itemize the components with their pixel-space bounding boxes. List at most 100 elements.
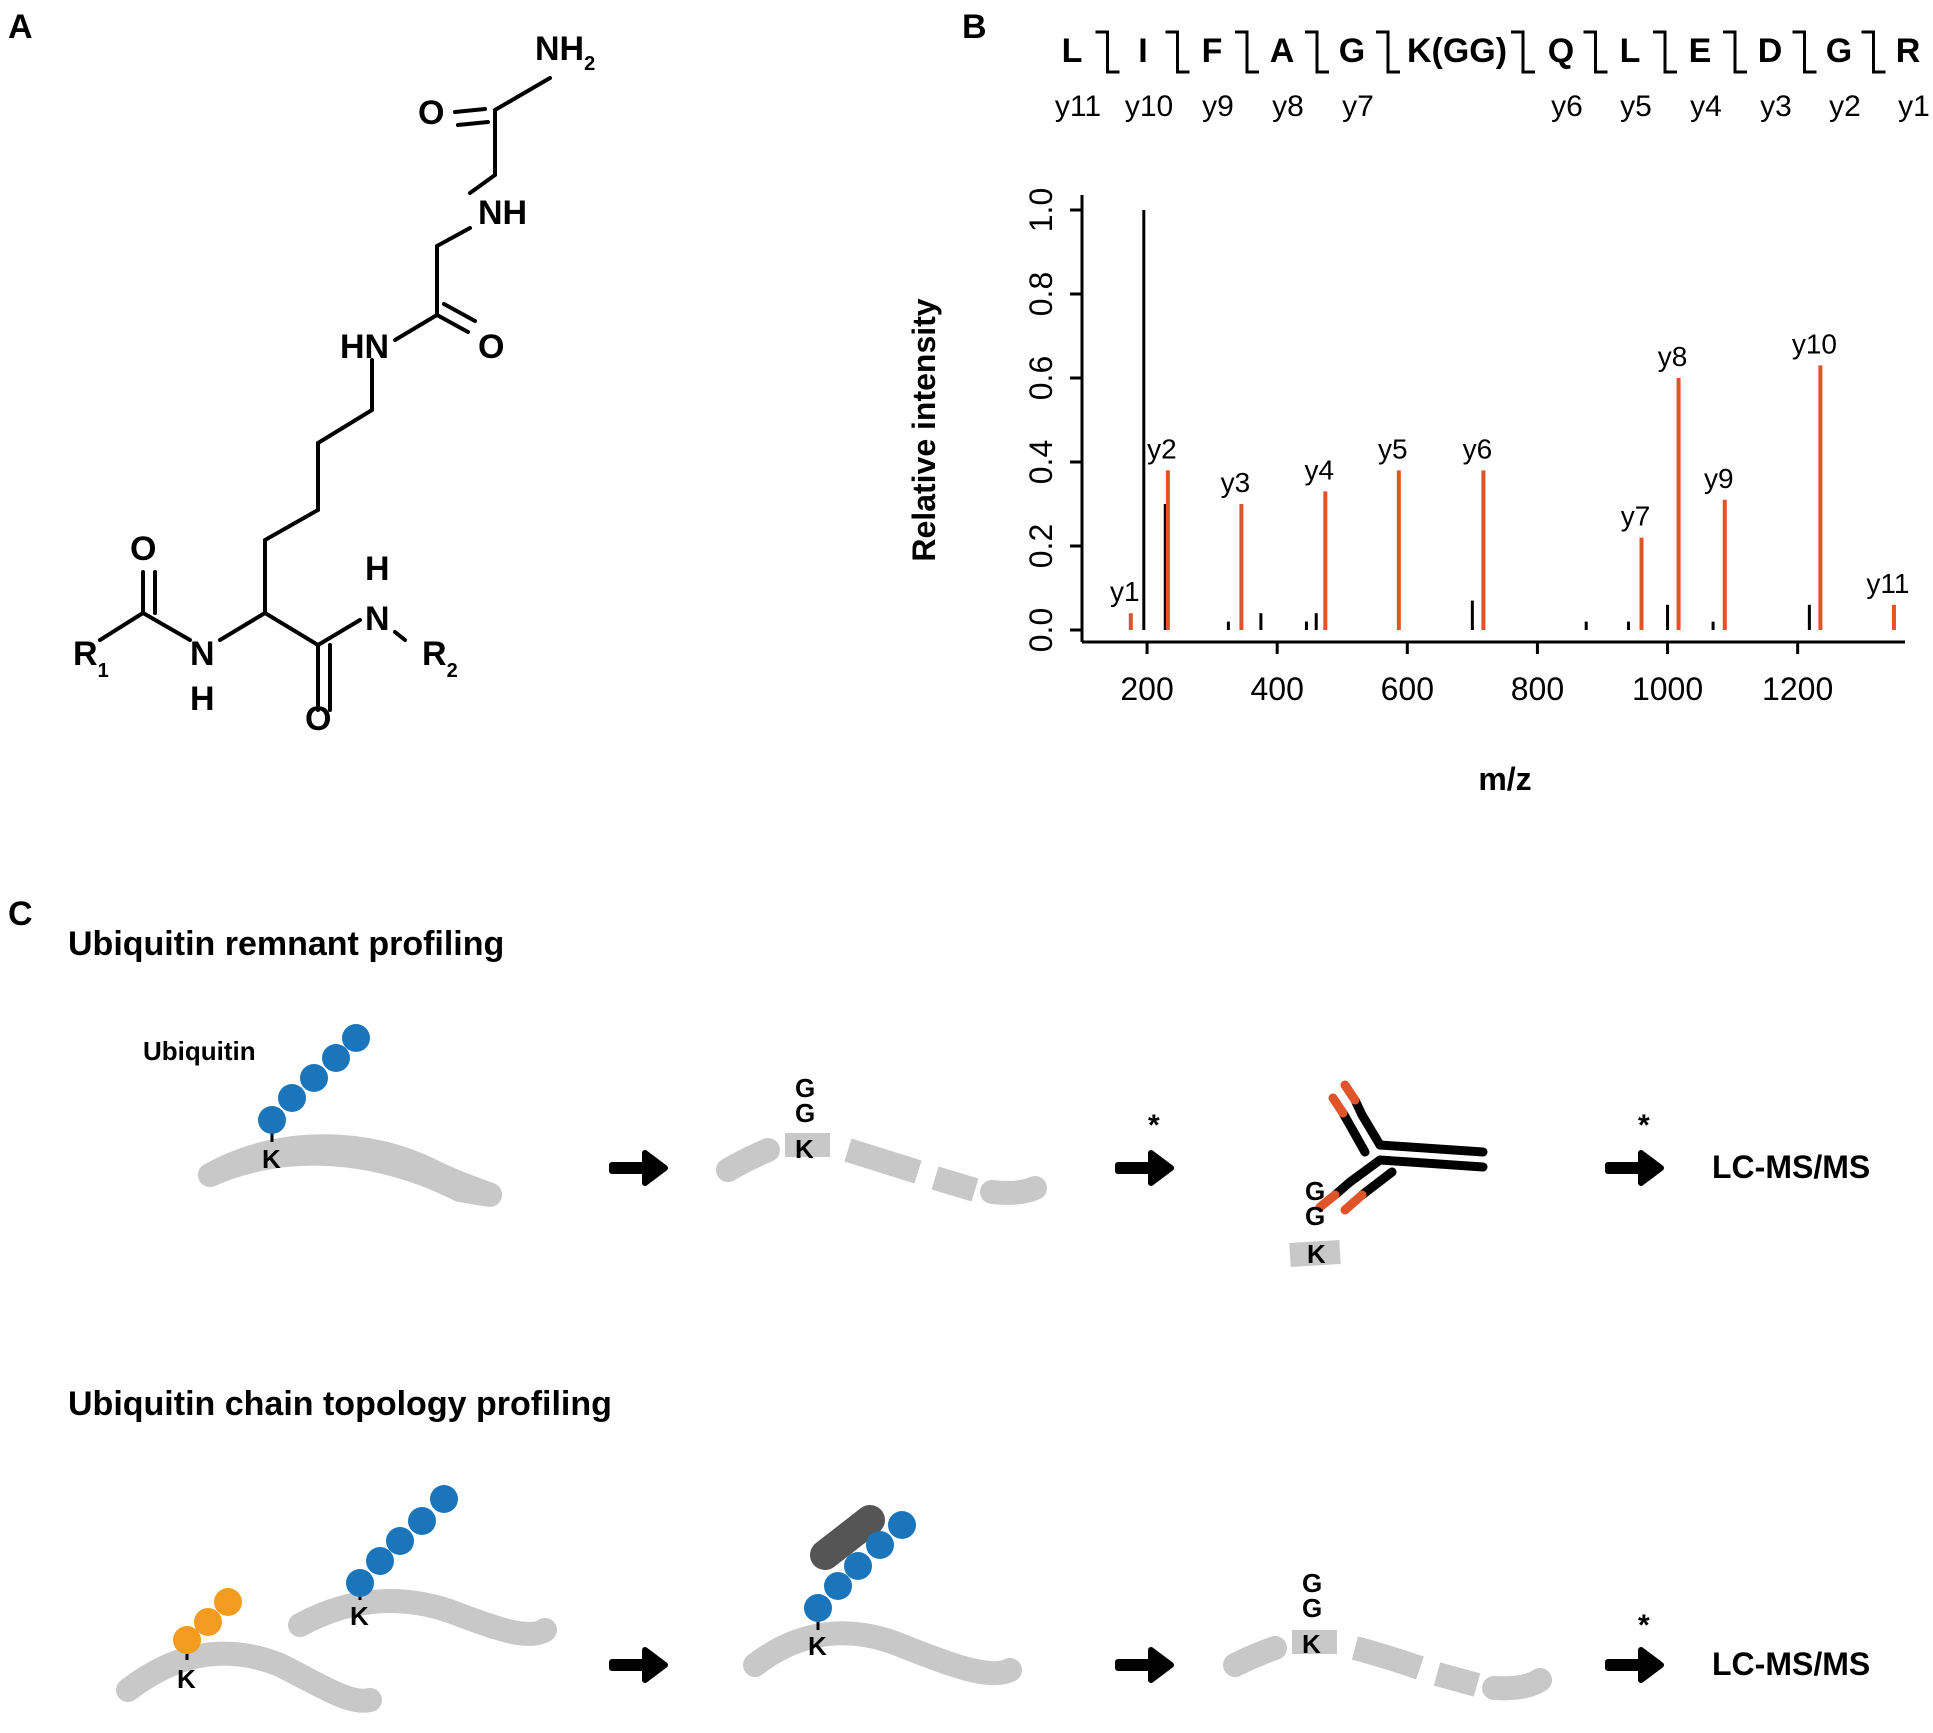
sequence-residue: G bbox=[1339, 32, 1365, 70]
lcms-label: LC-MS/MS bbox=[1712, 1149, 1870, 1185]
atom-nh2: NH2 bbox=[535, 30, 595, 75]
ubiquitin-bead-orange bbox=[194, 1608, 222, 1636]
row2-step3-digested-peptides: G G K bbox=[1223, 1568, 1552, 1701]
fragment-ion-label: y2 bbox=[1829, 90, 1861, 123]
asterisk: * bbox=[1638, 1109, 1650, 1142]
atom-nh-top: NH bbox=[478, 194, 527, 232]
bond-n-r2 bbox=[393, 630, 407, 642]
fragment-bracket bbox=[1583, 30, 1608, 74]
sequence-residue: G bbox=[1826, 32, 1852, 70]
arrow bbox=[1115, 1150, 1174, 1186]
fragment-bracket bbox=[1095, 30, 1120, 74]
k-label: K bbox=[177, 1664, 196, 1694]
row1-step1-ubiquitinated-substrate: Ubiquitin K bbox=[143, 1024, 502, 1207]
x-tick-label: 600 bbox=[1381, 671, 1434, 707]
y-tick-label: 0.4 bbox=[1023, 440, 1059, 484]
sequence-residue: A bbox=[1270, 32, 1295, 70]
atom-h-left: H bbox=[190, 680, 215, 718]
double-bond-o2 bbox=[435, 302, 477, 334]
peak-label: y7 bbox=[1621, 501, 1651, 532]
ubiquitin-bead bbox=[258, 1106, 286, 1134]
atom-h-top: H bbox=[365, 550, 390, 588]
fragment-bracket bbox=[1165, 30, 1190, 74]
row2-step1-substrates: K K bbox=[116, 1485, 557, 1713]
ubiquitin-bead bbox=[824, 1572, 852, 1600]
double-bond-o1 bbox=[453, 107, 490, 127]
arrow bbox=[1605, 1150, 1664, 1186]
peak-label: y10 bbox=[1792, 328, 1837, 359]
k-label: K bbox=[808, 1631, 827, 1661]
y-tick-label: 0.2 bbox=[1023, 524, 1059, 568]
ubiquitin-bead bbox=[888, 1511, 916, 1539]
lcms-label: LC-MS/MS bbox=[1712, 1646, 1870, 1682]
fragment-bracket bbox=[1861, 30, 1886, 74]
x-tick-label: 1200 bbox=[1762, 671, 1833, 707]
peak-label: y3 bbox=[1221, 467, 1251, 498]
fragment-ion-label: y1 bbox=[1898, 90, 1930, 123]
y-tick-label: 0.0 bbox=[1023, 608, 1059, 652]
ubiquitin-label: Ubiquitin bbox=[143, 1036, 256, 1066]
arrow bbox=[1115, 1647, 1174, 1683]
k-label: K bbox=[1307, 1239, 1326, 1269]
peak-label: y4 bbox=[1305, 454, 1335, 485]
row1-step3-antibody-enrichment: G G K bbox=[1289, 1080, 1488, 1269]
sequence-residue: E bbox=[1689, 32, 1712, 70]
atom-o-bottom: O bbox=[305, 700, 331, 738]
fragment-ion-label: y5 bbox=[1620, 90, 1652, 123]
y-tick-label: 0.6 bbox=[1023, 356, 1059, 400]
panel-label-c: C bbox=[8, 895, 33, 933]
bond-glycine-top bbox=[468, 76, 552, 195]
arrow bbox=[609, 1647, 668, 1683]
ubiquitin-bead bbox=[322, 1044, 350, 1072]
y-axis-label: Relative intensity bbox=[906, 298, 942, 561]
ubiquitin-bead bbox=[844, 1552, 872, 1580]
double-bond-o-bottom bbox=[316, 643, 332, 712]
k-label: K bbox=[1302, 1629, 1321, 1659]
sequence-residue: L bbox=[1062, 32, 1083, 70]
asterisk: * bbox=[1148, 1109, 1160, 1142]
ubiquitin-bead bbox=[408, 1507, 436, 1535]
group-r2: R2 bbox=[422, 635, 458, 682]
group-r1: R1 bbox=[73, 635, 109, 682]
gg-k-peptide bbox=[1289, 1240, 1341, 1267]
y-tick-label: 1.0 bbox=[1023, 188, 1059, 232]
sequence-residue: R bbox=[1896, 32, 1921, 70]
peak-label: y1 bbox=[1110, 576, 1140, 607]
ubiquitin-bead bbox=[386, 1527, 414, 1555]
x-tick-label: 800 bbox=[1511, 671, 1564, 707]
sequence-residue: F bbox=[1202, 32, 1223, 70]
double-bond-o-left bbox=[141, 570, 157, 615]
ubiquitin-bead-orange bbox=[214, 1588, 242, 1616]
x-axis-label: m/z bbox=[1478, 761, 1531, 797]
atom-o-left: O bbox=[130, 530, 156, 568]
fragment-bracket bbox=[1723, 30, 1747, 74]
chemical-structure bbox=[98, 76, 552, 712]
fragment-bracket bbox=[1305, 30, 1329, 74]
bond-glycine-mid bbox=[393, 226, 472, 342]
ubiquitin-bead bbox=[346, 1569, 374, 1597]
arrow bbox=[609, 1150, 668, 1186]
ubiquitin-bead bbox=[804, 1594, 832, 1622]
atom-o2: O bbox=[478, 328, 504, 366]
g-label: G bbox=[1305, 1201, 1325, 1231]
peak-label: y8 bbox=[1658, 341, 1688, 372]
substrate-protein bbox=[288, 1589, 557, 1646]
sequence-residue: I bbox=[1138, 32, 1147, 70]
ubiquitin-bead bbox=[366, 1547, 394, 1575]
g-label: G bbox=[1302, 1593, 1322, 1623]
lysine-label: K bbox=[262, 1144, 281, 1174]
panel-label-a: A bbox=[8, 8, 33, 46]
sequence-residue: L bbox=[1620, 32, 1641, 70]
row1-step2-digested-peptides: G G K bbox=[716, 1073, 1047, 1205]
g-label: G bbox=[1305, 1176, 1325, 1206]
unannotated-peaks bbox=[1142, 210, 1811, 630]
ubiquitin-bead bbox=[300, 1064, 328, 1092]
fragment-ion-label: y6 bbox=[1551, 90, 1583, 123]
g-label: G bbox=[795, 1098, 815, 1128]
g-label: G bbox=[1302, 1568, 1322, 1598]
peak-label: y11 bbox=[1866, 568, 1909, 599]
